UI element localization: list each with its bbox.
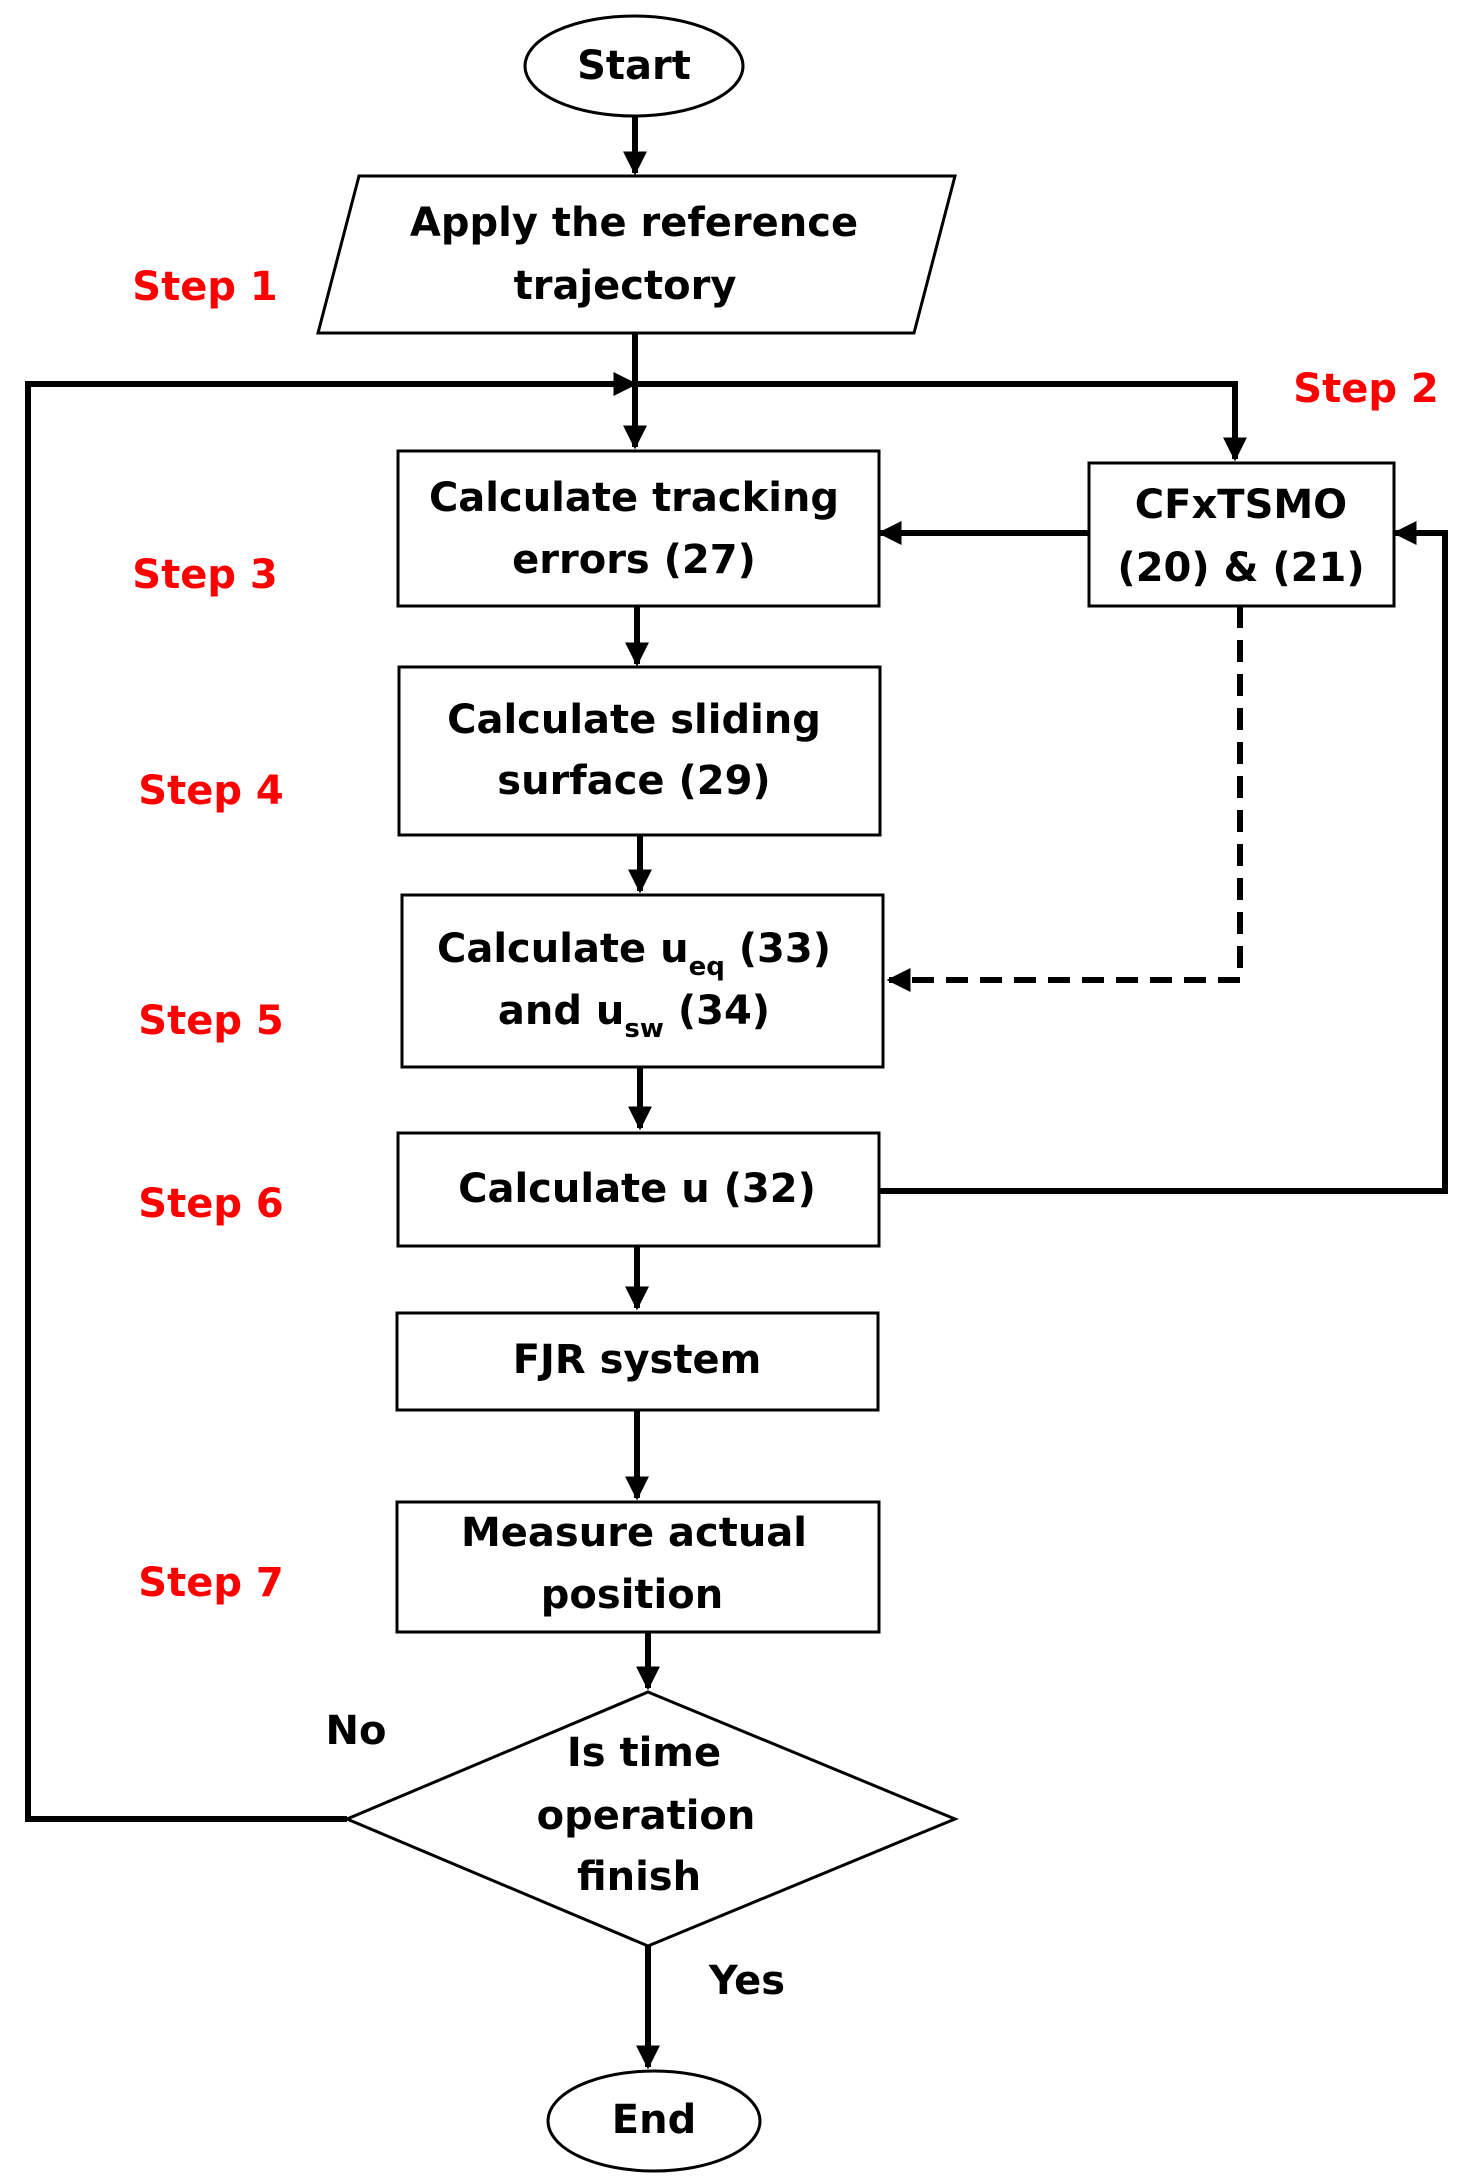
yes-branch-label: Yes	[708, 1958, 785, 2004]
end-terminal	[546, 2069, 762, 2173]
step-6-label: Step 6	[138, 1181, 283, 1227]
step-4-label: Step 4	[138, 768, 283, 814]
step-2-label: Step 2	[1293, 366, 1438, 412]
tracking-label-line1: Calculate tracking	[429, 475, 839, 521]
usw-subscript: sw	[624, 1014, 664, 1044]
end-label: End	[612, 2097, 696, 2143]
decision-label-line1: Is time	[567, 1730, 721, 1776]
step-5-label: Step 5	[138, 998, 283, 1044]
no-branch-label: No	[326, 1708, 387, 1754]
measure-position-box	[395, 1500, 881, 1634]
ueq-prefix: Calculate u	[437, 926, 689, 972]
usw-suffix: (34)	[664, 988, 770, 1034]
start-terminal	[523, 14, 745, 118]
fjr-system-box	[395, 1311, 880, 1412]
fjr-label: FJR system	[513, 1337, 762, 1383]
decision-label-line2: operation	[537, 1793, 756, 1839]
measure-label-line1: Measure actual	[461, 1510, 807, 1556]
ueq-suffix: (33)	[725, 926, 831, 972]
tracking-errors-box	[396, 449, 881, 608]
observer-label-line2: (20) & (21)	[1117, 545, 1364, 591]
arrow-split-to-observer	[635, 381, 1247, 462]
observer-box	[1087, 461, 1396, 608]
step-3-label: Step 3	[132, 552, 277, 598]
measure-label-line2: position	[541, 1572, 723, 1618]
arrow-no-loop-back	[25, 372, 638, 1822]
apply-label-line2: trajectory	[514, 263, 737, 309]
branch-labels: No Yes	[326, 1708, 786, 2004]
calc-u-box	[396, 1131, 881, 1248]
usw-label: and usw (34)	[498, 988, 770, 1044]
sliding-label-line2: surface (29)	[497, 758, 770, 804]
ueq-usw-box	[400, 893, 885, 1069]
apply-label-line1: Apply the reference	[410, 200, 858, 246]
observer-label-line1: CFxTSMO	[1135, 482, 1347, 528]
decision-label-line3: finish	[577, 1854, 701, 1900]
step-labels: Step 1 Step 2 Step 3 Step 4 Step 5 Step …	[132, 264, 1438, 1606]
step-7-label: Step 7	[138, 1560, 283, 1606]
start-label: Start	[577, 43, 691, 89]
connectors	[25, 115, 1448, 2070]
sliding-label-line1: Calculate sliding	[447, 697, 821, 743]
ueq-subscript: eq	[689, 952, 725, 982]
ueq-label: Calculate ueq (33)	[437, 926, 831, 982]
step-1-label: Step 1	[132, 264, 277, 310]
decision-diamond	[343, 1690, 959, 1948]
tracking-label-line2: errors (27)	[512, 537, 756, 583]
dashed-arrow-observer-to-ueq	[886, 606, 1243, 992]
usw-prefix: and u	[498, 988, 625, 1034]
shapes	[316, 14, 1396, 2173]
node-labels: Start Apply the reference trajectory Cal…	[410, 43, 1365, 2143]
arrow-calcu-to-observer	[878, 521, 1448, 1194]
sliding-surface-box	[397, 665, 882, 837]
calc-u-label: Calculate u (32)	[458, 1166, 816, 1212]
apply-trajectory-input	[316, 174, 957, 335]
